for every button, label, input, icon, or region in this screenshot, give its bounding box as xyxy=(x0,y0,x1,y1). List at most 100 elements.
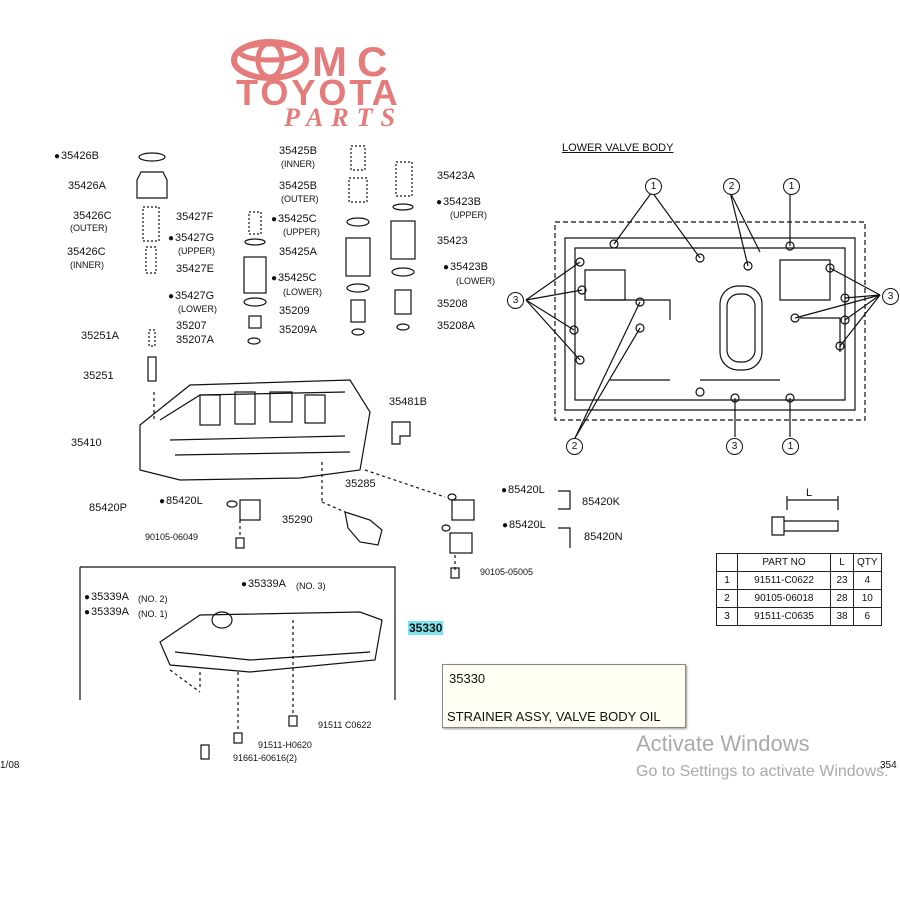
table-header xyxy=(716,553,738,572)
part-label[interactable]: 35423A xyxy=(437,170,475,182)
right-edge-text: 354 xyxy=(880,760,897,771)
activate-windows-title: Activate Windows xyxy=(636,731,810,756)
table-cell: 1 xyxy=(716,571,738,590)
part-tooltip: 35330 STRAINER ASSY, VALVE BODY OIL xyxy=(442,664,686,728)
part-label[interactable]: 35426C xyxy=(67,246,106,258)
table-cell: 28 xyxy=(830,589,854,608)
dimension-label: L xyxy=(806,487,813,499)
callout-3: 3 xyxy=(726,438,743,455)
table-cell: 3 xyxy=(716,607,738,626)
part-label[interactable]: 35251A xyxy=(81,330,119,342)
bolt-parts-table: PART NO L QTY 1 91511-C0622 23 4 2 90105… xyxy=(716,553,882,626)
part-label[interactable]: 91511-H0620 xyxy=(258,740,312,750)
callout-3: 3 xyxy=(882,288,899,305)
table-cell: 4 xyxy=(853,571,882,590)
table-header-row: PART NO L QTY xyxy=(716,553,882,572)
left-edge-text: 1/08 xyxy=(0,760,20,771)
table-cell: 23 xyxy=(830,571,854,590)
part-label[interactable]: 35425B xyxy=(279,145,317,157)
part-label[interactable]: 35425B xyxy=(279,180,317,192)
part-sublabel: (INNER) xyxy=(281,159,315,169)
tooltip-description: STRAINER ASSY, VALVE BODY OIL xyxy=(447,709,661,724)
part-label[interactable]: 91661-60616(2) xyxy=(233,753,298,763)
table-cell[interactable]: 91511-C0635 xyxy=(737,607,831,626)
table-header: L xyxy=(830,553,854,572)
part-label[interactable]: 35339A xyxy=(84,606,129,618)
logo-text-parts: PARTS xyxy=(284,103,403,132)
part-label[interactable]: 35426A xyxy=(68,180,106,192)
part-label[interactable]: 35208A xyxy=(437,320,475,332)
part-sublabel: (OUTER) xyxy=(281,194,319,204)
callout-1: 1 xyxy=(645,178,662,195)
part-label[interactable]: 85420L xyxy=(501,484,545,496)
part-sublabel: (LOWER) xyxy=(178,304,217,314)
part-sublabel: (LOWER) xyxy=(456,276,495,286)
table-cell: 10 xyxy=(853,589,882,608)
part-label[interactable]: 35339A xyxy=(84,591,129,603)
part-label[interactable]: 35290 xyxy=(282,514,313,526)
part-label[interactable]: 35427E xyxy=(176,263,214,275)
part-label[interactable]: 35425C xyxy=(271,272,317,284)
part-label[interactable]: 35209A xyxy=(279,324,317,336)
part-sublabel: (NO. 2) xyxy=(138,594,168,604)
part-label[interactable]: 35339A xyxy=(241,578,286,590)
part-label[interactable]: 90105-06049 xyxy=(145,532,199,542)
tooltip-part-no: 35330 xyxy=(449,671,486,686)
part-label[interactable]: 35426B xyxy=(54,150,99,162)
part-sublabel: (UPPER) xyxy=(283,227,321,237)
spring-35426c-outer xyxy=(142,206,160,242)
part-label[interactable]: 35427G xyxy=(168,290,214,302)
part-sublabel: (OUTER) xyxy=(70,223,108,233)
part-sublabel: (NO. 3) xyxy=(296,581,326,591)
part-label[interactable]: 35423 xyxy=(437,235,468,247)
part-sublabel: (NO. 1) xyxy=(138,609,168,619)
part-label[interactable]: 35207A xyxy=(176,334,214,346)
part-label[interactable]: 35425C xyxy=(271,213,317,225)
part-label[interactable]: 35427G xyxy=(168,232,214,244)
callout-1: 1 xyxy=(783,178,800,195)
part-label[interactable]: 35427F xyxy=(176,211,214,223)
logo-text-toyota: TOYOTA xyxy=(236,72,401,113)
part-label[interactable]: 35207 xyxy=(176,320,207,332)
part-sublabel: (LOWER) xyxy=(283,287,322,297)
part-label[interactable]: 85420L xyxy=(502,519,546,531)
part-label[interactable]: 35425A xyxy=(279,246,317,258)
table-cell: 38 xyxy=(830,607,854,626)
logo-text-mc: MC xyxy=(312,38,398,85)
part-label[interactable]: 35423B xyxy=(443,261,488,273)
part-label[interactable]: 35410 xyxy=(71,437,102,449)
callout-1: 1 xyxy=(782,438,799,455)
part-label[interactable]: 85420K xyxy=(582,496,620,508)
callout-2: 2 xyxy=(566,438,583,455)
highlighted-part-number[interactable]: 35330 xyxy=(408,621,444,635)
table-header: QTY xyxy=(853,553,882,572)
table-header: PART NO xyxy=(737,553,831,572)
table-cell[interactable]: 91511-C0622 xyxy=(737,571,831,590)
part-label[interactable]: 35251 xyxy=(83,370,114,382)
part-label[interactable]: 35209 xyxy=(279,305,310,317)
table-cell[interactable]: 90105-06018 xyxy=(737,589,831,608)
part-label[interactable]: 90105-05005 xyxy=(480,567,534,577)
part-label[interactable]: 35423B xyxy=(436,196,481,208)
table-row: 1 91511-C0622 23 4 xyxy=(716,571,882,590)
part-label[interactable]: 35208 xyxy=(437,298,468,310)
table-row: 3 91511-C0635 38 6 xyxy=(716,607,882,626)
part-label[interactable]: 35481B xyxy=(389,396,427,408)
callout-3: 3 xyxy=(507,292,524,309)
part-label[interactable]: 35285 xyxy=(345,478,376,490)
part-label[interactable]: 85420P xyxy=(89,502,127,514)
table-cell: 2 xyxy=(716,589,738,608)
callout-2: 2 xyxy=(723,178,740,195)
table-row: 2 90105-06018 28 10 xyxy=(716,589,882,608)
part-label[interactable]: 85420N xyxy=(584,531,623,543)
activate-windows-subtitle: Go to Settings to activate Windows. xyxy=(636,763,889,780)
part-label[interactable]: 91511 C0622 xyxy=(318,720,372,730)
part-sublabel: (UPPER) xyxy=(450,210,488,220)
table-cell: 6 xyxy=(853,607,882,626)
part-label[interactable]: 85420L xyxy=(159,495,203,507)
part-label[interactable]: 35426C xyxy=(73,210,112,222)
section-title: LOWER VALVE BODY xyxy=(562,142,674,154)
part-sublabel: (UPPER) xyxy=(178,246,216,256)
